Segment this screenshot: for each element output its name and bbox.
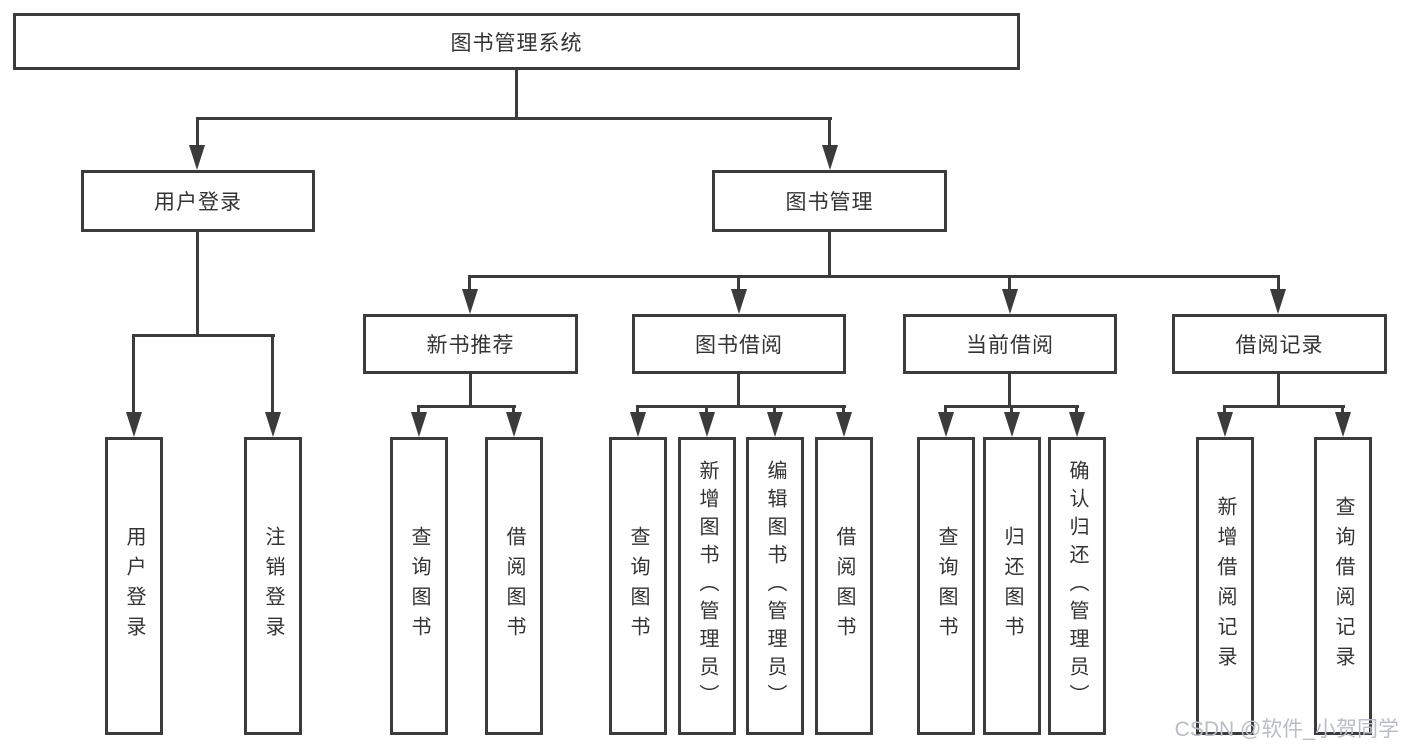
leaf-edit-book-admin-label: 编辑图书（管理员） [764, 460, 786, 712]
connector-line [132, 334, 135, 413]
arrow-down-icon [1004, 412, 1020, 437]
node-current-borrow-label: 当前借阅 [966, 334, 1054, 357]
leaf-borrow-books-recommend: 借阅图书 [485, 437, 543, 735]
leaf-query-borrow-record: 查询借阅记录 [1314, 437, 1372, 735]
arrow-down-icon [126, 412, 142, 437]
arrow-down-icon [938, 412, 954, 437]
node-current-borrow: 当前借阅 [903, 314, 1117, 374]
node-root-label: 图书管理系统 [450, 31, 583, 55]
arrow-down-icon [699, 412, 715, 437]
arrow-down-icon [506, 412, 522, 437]
connector-line [636, 405, 639, 414]
connector-line [1341, 405, 1344, 414]
leaf-user-login: 用户登录 [105, 437, 163, 735]
connector-line [828, 232, 831, 276]
leaf-borrow-books-borrow: 借阅图书 [815, 437, 873, 735]
leaf-query-books-current: 查询图书 [917, 437, 975, 735]
leaf-logout-label: 注销登录 [262, 526, 284, 646]
leaf-query-borrow-record-label: 查询借阅记录 [1332, 496, 1354, 676]
leaf-add-borrow-record-label: 新增借阅记录 [1214, 496, 1236, 676]
leaf-query-books-borrow: 查询图书 [609, 437, 667, 735]
leaf-add-book-admin-label: 新增图书（管理员） [696, 460, 718, 712]
node-book-management-label: 图书管理 [785, 191, 874, 214]
node-borrow-records: 借阅记录 [1172, 314, 1387, 374]
connector-line [705, 405, 708, 414]
connector-line [1075, 405, 1078, 414]
arrow-down-icon [411, 412, 427, 437]
connector-line [1223, 405, 1345, 408]
leaf-query-books-recommend: 查询图书 [390, 437, 448, 735]
leaf-logout: 注销登录 [244, 437, 302, 735]
connector-line [417, 405, 420, 414]
connector-line [468, 275, 471, 292]
arrow-down-icon [836, 412, 852, 437]
leaf-query-books-borrow-label: 查询图书 [627, 526, 649, 646]
node-user-login: 用户登录 [81, 170, 315, 232]
leaf-return-book: 归还图书 [983, 437, 1041, 735]
arrow-down-icon [265, 412, 281, 437]
leaf-confirm-return-admin: 确认归还（管理员） [1048, 437, 1106, 735]
arrow-down-icon [462, 289, 478, 314]
connector-line [737, 275, 740, 292]
leaf-query-books-recommend-label: 查询图书 [408, 526, 430, 646]
connector-line [132, 334, 275, 337]
connector-line [636, 405, 846, 408]
connector-line [1277, 275, 1280, 292]
arrow-down-icon [630, 412, 646, 437]
arrow-down-icon [1069, 412, 1085, 437]
arrow-down-icon [1335, 412, 1351, 437]
arrow-down-icon [731, 289, 747, 314]
connector-line [842, 405, 845, 414]
connector-line [271, 334, 274, 413]
arrow-down-icon [189, 145, 205, 170]
arrow-down-icon [1002, 289, 1018, 314]
leaf-borrow-books-recommend-label: 借阅图书 [503, 526, 525, 646]
connector-line [196, 232, 199, 336]
node-borrow-records-label: 借阅记录 [1235, 334, 1324, 357]
arrow-down-icon [1217, 412, 1233, 437]
leaf-edit-book-admin: 编辑图书（管理员） [746, 437, 804, 735]
connector-line [468, 275, 1280, 278]
leaf-confirm-return-admin-label: 确认归还（管理员） [1066, 460, 1088, 712]
connector-line [515, 70, 518, 118]
arrow-down-icon [767, 412, 783, 437]
arrow-down-icon [1270, 289, 1286, 314]
leaf-return-book-label: 归还图书 [1001, 526, 1023, 646]
leaf-borrow-books-borrow-label: 借阅图书 [833, 526, 855, 646]
connector-line [1277, 374, 1280, 408]
leaf-add-borrow-record: 新增借阅记录 [1196, 437, 1254, 735]
node-user-login-label: 用户登录 [154, 191, 242, 214]
leaf-query-books-current-label: 查询图书 [935, 526, 957, 646]
node-new-book-recommend: 新书推荐 [363, 314, 578, 374]
connector-line [1008, 374, 1011, 408]
leaf-add-book-admin: 新增图书（管理员） [678, 437, 736, 735]
connector-line [944, 405, 947, 414]
node-book-management: 图书管理 [712, 170, 947, 232]
arrow-down-icon [822, 145, 838, 170]
connector-line [828, 117, 831, 146]
connector-line [196, 117, 199, 146]
connector-line [773, 405, 776, 414]
connector-line [512, 405, 515, 414]
node-root: 图书管理系统 [13, 13, 1020, 70]
connector-line [1223, 405, 1226, 414]
connector-line [196, 117, 832, 120]
leaf-user-login-label: 用户登录 [123, 526, 145, 646]
node-book-borrow: 图书借阅 [632, 314, 846, 374]
connector-line [417, 405, 516, 408]
connector-line [737, 374, 740, 408]
node-book-borrow-label: 图书借阅 [695, 334, 783, 357]
connector-line [469, 374, 472, 408]
connector-line [1010, 405, 1013, 414]
node-new-book-recommend-label: 新书推荐 [426, 334, 515, 357]
connector-line [1008, 275, 1011, 292]
